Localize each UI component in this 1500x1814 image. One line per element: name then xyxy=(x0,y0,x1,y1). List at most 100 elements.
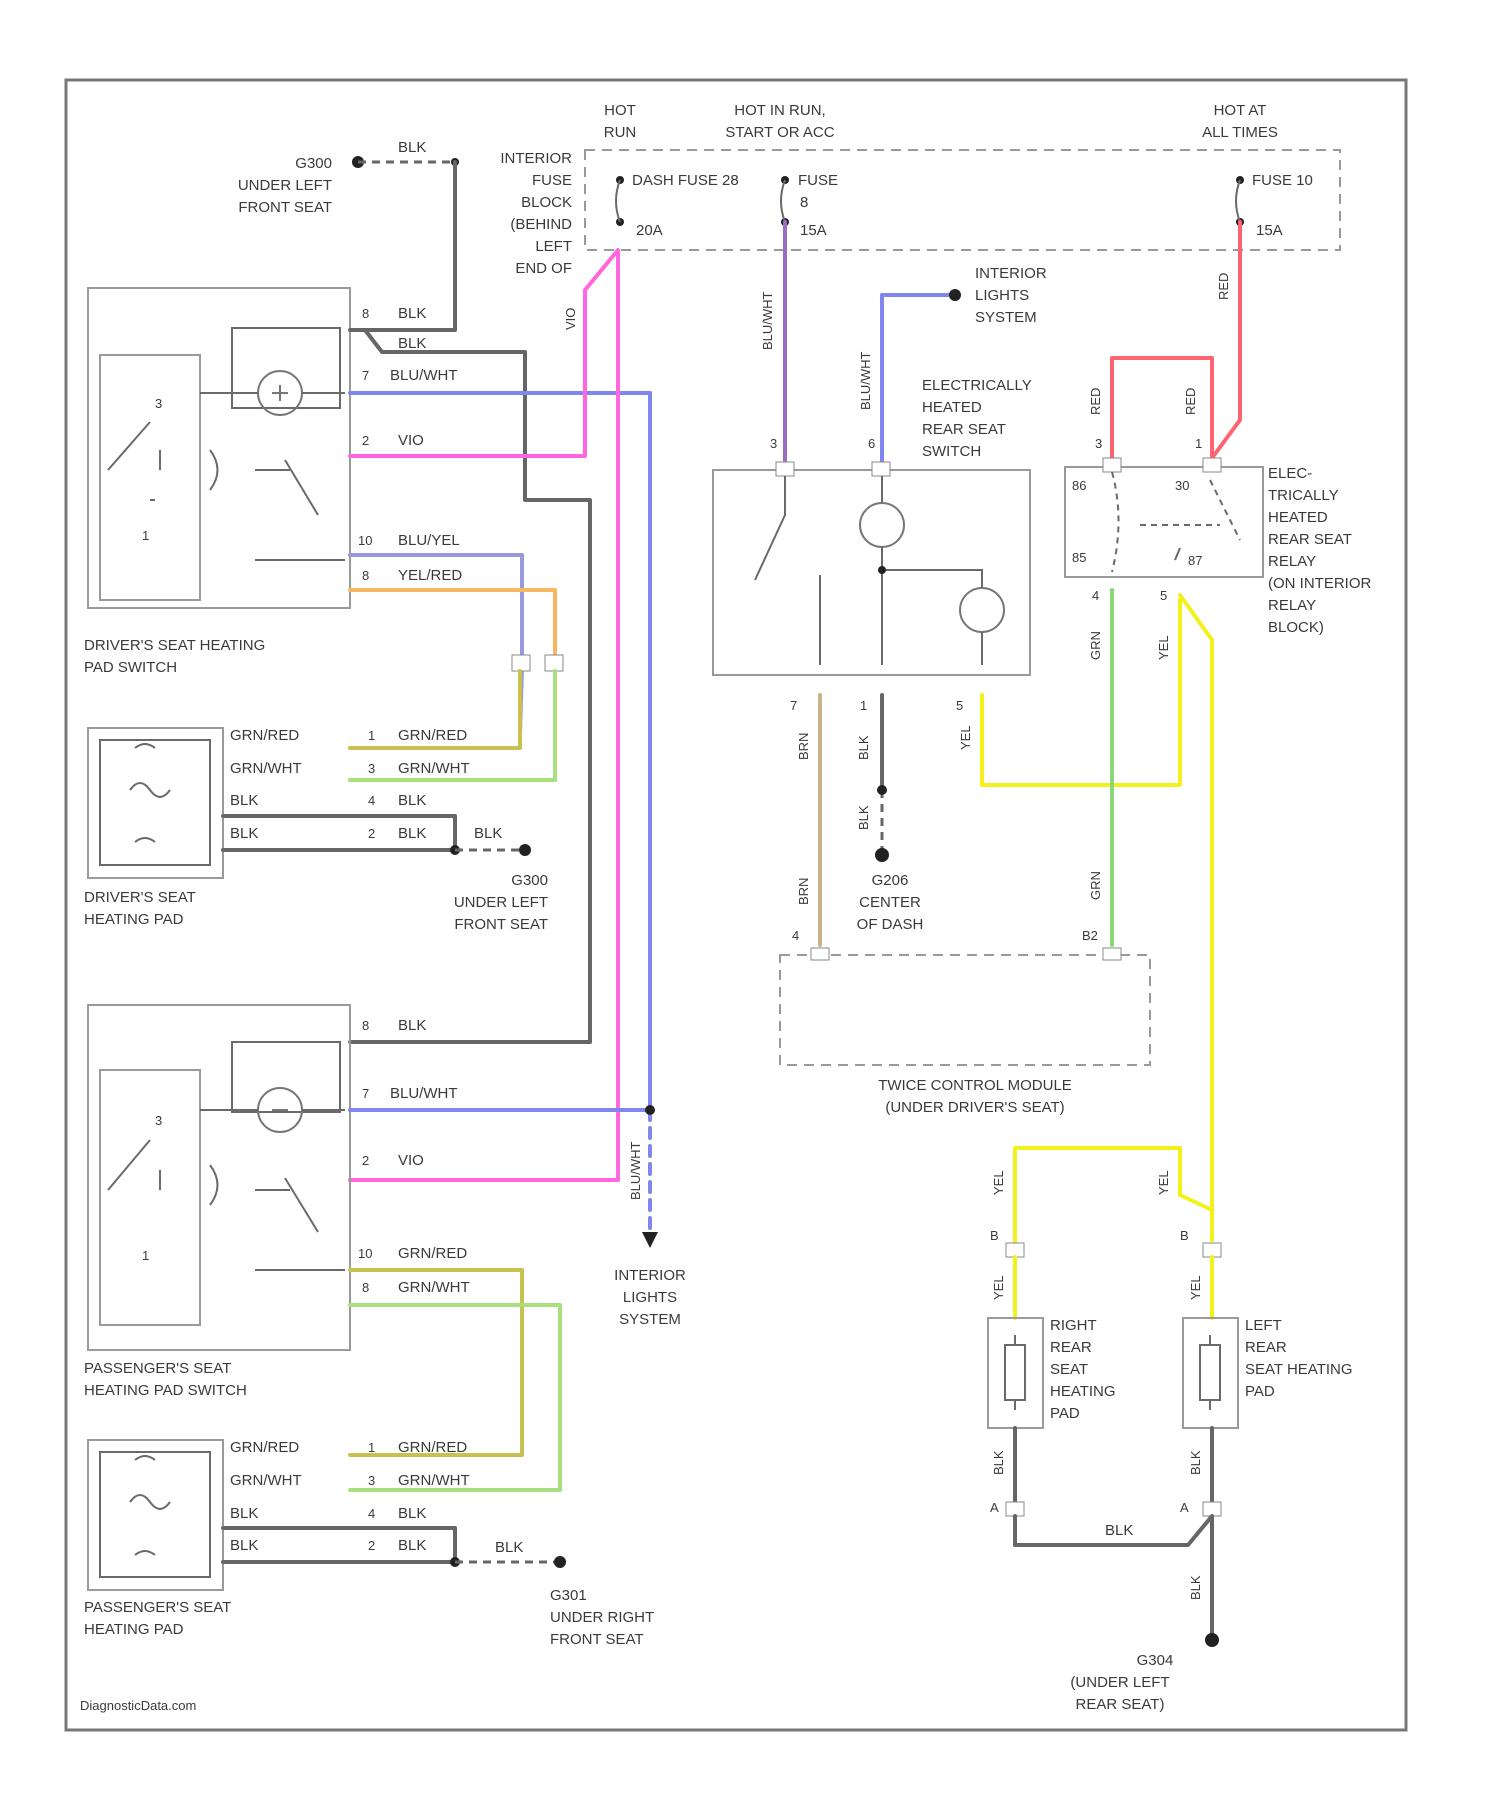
svg-text:85: 85 xyxy=(1072,550,1086,565)
svg-text:BLU/WHT: BLU/WHT xyxy=(858,351,873,410)
svg-text:6: 6 xyxy=(868,436,875,451)
svg-text:3: 3 xyxy=(368,1473,375,1488)
svg-text:1: 1 xyxy=(368,728,375,743)
svg-text:GRN/WHT: GRN/WHT xyxy=(398,760,470,777)
svg-text:BLK: BLK xyxy=(398,305,426,322)
svg-text:GRN: GRN xyxy=(1088,631,1103,660)
svg-text:15A: 15A xyxy=(800,222,827,239)
rear-switch-label: ELECTRICALLYHEATEDREAR SEATSWITCH xyxy=(922,377,1032,460)
hot-run-start-acc-label: HOT IN RUN,START OR ACC xyxy=(725,102,834,141)
svg-text:GRN/RED: GRN/RED xyxy=(230,1439,299,1456)
svg-text:YEL: YEL xyxy=(991,1275,1006,1300)
passenger-pad: GRN/RED GRN/WHT BLK BLK 1GRN/RED 3GRN/WH… xyxy=(84,1439,654,1648)
svg-text:BLK: BLK xyxy=(474,825,502,842)
fuse-8: FUSE 8 15A xyxy=(781,172,838,239)
svg-text:DASH FUSE 28: DASH FUSE 28 xyxy=(632,172,739,189)
g206-label: G206CENTEROF DASH xyxy=(857,872,924,933)
svg-text:GRN/WHT: GRN/WHT xyxy=(398,1279,470,1296)
svg-text:1: 1 xyxy=(1195,436,1202,451)
svg-text:1: 1 xyxy=(368,1440,375,1455)
svg-text:BLK: BLK xyxy=(1105,1522,1133,1539)
svg-text:B: B xyxy=(1180,1228,1189,1243)
svg-text:GRN/WHT: GRN/WHT xyxy=(398,1472,470,1489)
svg-text:YEL/RED: YEL/RED xyxy=(398,567,462,584)
svg-text:8: 8 xyxy=(362,1280,369,1295)
svg-text:7: 7 xyxy=(790,698,797,713)
svg-text:YEL: YEL xyxy=(1188,1275,1203,1300)
svg-text:FUSE: FUSE xyxy=(798,172,838,189)
svg-text:GRN/RED: GRN/RED xyxy=(230,727,299,744)
svg-text:3: 3 xyxy=(770,436,777,451)
svg-text:86: 86 xyxy=(1072,478,1086,493)
svg-text:4: 4 xyxy=(1092,588,1099,603)
svg-text:3: 3 xyxy=(368,761,375,776)
svg-text:BRN: BRN xyxy=(796,878,811,905)
svg-text:GRN/RED: GRN/RED xyxy=(398,727,467,744)
fuse-10: FUSE 10 15A xyxy=(1236,172,1313,239)
svg-text:YEL: YEL xyxy=(1156,1170,1171,1195)
svg-text:2: 2 xyxy=(362,1153,369,1168)
svg-text:A: A xyxy=(990,1500,999,1515)
svg-text:3: 3 xyxy=(155,1113,162,1128)
interior-lights-top-label: INTERIORLIGHTSSYSTEM xyxy=(975,265,1047,326)
svg-text:1: 1 xyxy=(860,698,867,713)
svg-text:FUSE 10: FUSE 10 xyxy=(1252,172,1313,189)
svg-text:20A: 20A xyxy=(636,222,663,239)
tcm-module: 4 B2 TWICE CONTROL MODULE(UNDER DRIVER'S… xyxy=(780,928,1150,1116)
driver-pad: GRN/RED GRN/WHT BLK BLK 1 GRN/RED 3 GRN/WH… xyxy=(84,727,548,933)
svg-text:8: 8 xyxy=(362,568,369,583)
svg-text:BLK: BLK xyxy=(230,1505,258,1522)
svg-text:4: 4 xyxy=(792,928,799,943)
svg-text:BLK: BLK xyxy=(398,335,426,352)
svg-text:15A: 15A xyxy=(1256,222,1283,239)
svg-text:BLU/WHT: BLU/WHT xyxy=(628,1141,643,1200)
svg-text:10: 10 xyxy=(358,533,372,548)
svg-text:8: 8 xyxy=(800,194,808,211)
watermark: DiagnosticData.com xyxy=(80,1698,196,1713)
tcm-label: TWICE CONTROL MODULE(UNDER DRIVER'S SEAT… xyxy=(878,1077,1072,1116)
svg-text:BLU/WHT: BLU/WHT xyxy=(760,291,775,350)
svg-text:GRN: GRN xyxy=(1088,871,1103,900)
svg-text:8: 8 xyxy=(362,1018,369,1033)
svg-text:4: 4 xyxy=(368,1506,375,1521)
svg-text:5: 5 xyxy=(1160,588,1167,603)
svg-text:B: B xyxy=(990,1228,999,1243)
svg-text:BLK: BLK xyxy=(1188,1575,1203,1600)
svg-text:GRN/WHT: GRN/WHT xyxy=(230,760,302,777)
svg-text:BLK: BLK xyxy=(230,825,258,842)
svg-text:RED: RED xyxy=(1183,388,1198,415)
svg-text:B2: B2 xyxy=(1082,928,1098,943)
fuse-dash-28: DASH FUSE 28 20A xyxy=(616,172,739,239)
svg-text:VIO: VIO xyxy=(398,1152,424,1169)
svg-text:BLK: BLK xyxy=(398,1537,426,1554)
svg-text:8: 8 xyxy=(362,306,369,321)
svg-text:GRN/RED: GRN/RED xyxy=(398,1245,467,1262)
svg-text:BLK: BLK xyxy=(398,792,426,809)
rear-seat-switch: BLU/WHT BLU/WHT INTERIORLIGHTSSYSTEM 36 … xyxy=(713,222,1180,945)
svg-text:BLU/WHT: BLU/WHT xyxy=(390,1085,458,1102)
svg-text:87: 87 xyxy=(1188,553,1202,568)
passenger-switch: 3 1 8BLK 7BLU/WHT 2VIO 10GRN/RED 8GRN/WH… xyxy=(84,1005,470,1399)
svg-text:5: 5 xyxy=(956,698,963,713)
driver-switch-label: DRIVER'S SEAT HEATINGPAD SWITCH xyxy=(84,637,265,676)
svg-text:BLU/WHT: BLU/WHT xyxy=(390,367,458,384)
svg-text:RED: RED xyxy=(1088,388,1103,415)
svg-text:1: 1 xyxy=(142,1248,149,1263)
svg-text:YEL: YEL xyxy=(991,1170,1006,1195)
svg-text:1: 1 xyxy=(142,528,149,543)
svg-text:BLU/YEL: BLU/YEL xyxy=(398,532,460,549)
svg-text:10: 10 xyxy=(358,1246,372,1261)
svg-text:YEL: YEL xyxy=(1156,635,1171,660)
svg-text:GRN/RED: GRN/RED xyxy=(398,1439,467,1456)
svg-text:30: 30 xyxy=(1175,478,1189,493)
